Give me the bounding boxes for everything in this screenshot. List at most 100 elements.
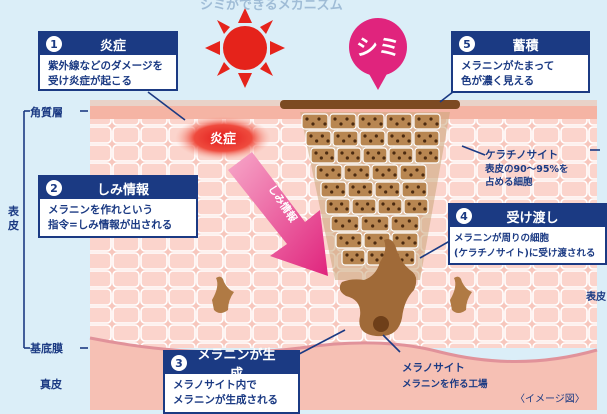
melanin-granule: [311, 122, 315, 126]
pigmented-cell: [343, 164, 371, 181]
melanin-granule: [360, 207, 364, 211]
melanin-granule: [381, 173, 385, 177]
pigmented-cell: [403, 198, 429, 215]
melanin-granule: [361, 117, 365, 121]
melanin-granule: [320, 134, 324, 138]
melanin-granule: [357, 190, 361, 194]
melanin-granule: [315, 139, 319, 143]
pigmented-cell: [332, 130, 359, 147]
melanin-granule: [411, 190, 415, 194]
melanin-granule: [379, 236, 383, 240]
melanin-granule: [415, 168, 419, 172]
pigmented-cell: [401, 181, 428, 198]
melanin-granule: [345, 117, 349, 121]
melanin-granule: [395, 190, 399, 194]
melanin-granule: [360, 258, 364, 262]
melanin-granule: [428, 134, 432, 138]
melanin-granule: [370, 253, 374, 257]
pigmented-cell: [360, 215, 390, 232]
melanin-granule: [423, 156, 427, 160]
melanin-granule: [417, 117, 421, 121]
epidermis-label-left: 表皮: [8, 205, 19, 232]
pigmented-cell: [301, 113, 329, 130]
melanin-granule: [367, 236, 371, 240]
melanin-granule: [345, 207, 349, 211]
melanin-granule: [368, 190, 372, 194]
melanin-granule: [341, 224, 345, 228]
pigmented-cell: [413, 130, 440, 147]
melanocyte-small: [212, 276, 472, 313]
melanin-granule: [357, 241, 361, 245]
pigmented-cell: [371, 164, 399, 181]
melanin-granule: [379, 122, 383, 126]
melanin-granule: [351, 151, 355, 155]
melanin-granule: [410, 258, 414, 262]
pigmented-cell: [414, 147, 440, 164]
melanin-granule: [384, 190, 388, 194]
melanin-granule: [345, 253, 349, 257]
melanin-granule: [416, 185, 420, 189]
melanin-granule: [396, 139, 400, 143]
pigmented-cell: [341, 249, 366, 266]
melanin-granule: [390, 134, 394, 138]
melanin-granule: [330, 156, 334, 160]
melanin-granule: [387, 168, 391, 172]
dermis-label: 真皮: [40, 378, 62, 391]
pigmented-cell: [374, 181, 401, 198]
keratinocyte-title: ケラチノサイト: [485, 149, 559, 161]
melanin-granule: [317, 117, 321, 121]
melanocyte-desc: メラニンを作る工場: [402, 379, 488, 390]
step-4-line-2: (ケラチノサイト)に受け渡される: [454, 248, 596, 259]
pigmented-cell: [320, 181, 347, 198]
melanin-granule: [434, 139, 438, 143]
pigmented-cell: [399, 164, 427, 181]
melanin-granule: [375, 168, 379, 172]
pigmented-cell: [388, 147, 414, 164]
melanin-granule: [403, 151, 407, 155]
step-3-line-2: メラニンが生成される: [173, 394, 278, 406]
melanin-granule: [350, 258, 354, 262]
melanin-granule: [369, 139, 373, 143]
step-4-line-1: メラニンが周りの細胞: [454, 233, 550, 244]
step-2-title: しみ情報: [96, 182, 149, 198]
pigmented-cell: [325, 198, 351, 215]
melanin-granule: [351, 122, 355, 126]
melanin-granule: [423, 122, 427, 126]
basement-membrane-label: 基底膜: [30, 342, 63, 355]
melanin-granule: [435, 122, 439, 126]
melanin-granule: [407, 122, 411, 126]
melanin-granule: [329, 202, 333, 206]
spot-info-arrow: [228, 152, 328, 276]
melanin-granule: [405, 185, 409, 189]
epidermis-label-right: 表皮: [586, 292, 606, 303]
top-caption: シミができるメカニズム: [200, 0, 343, 13]
melanin-granule: [339, 122, 343, 126]
melanin-granule: [371, 207, 375, 211]
melanin-granule: [334, 207, 338, 211]
inflammation-label: 炎症: [210, 131, 236, 147]
step-5-number: 5: [459, 36, 475, 52]
melanin-granule: [375, 258, 379, 262]
melanin-granule: [341, 190, 345, 194]
melanin-granule: [377, 219, 381, 223]
pigmented-cell: [310, 147, 336, 164]
pigmented-cell: [330, 215, 360, 232]
melanin-granule: [335, 185, 339, 189]
step-5-title: 蓄積: [512, 38, 539, 54]
melanin-granule: [378, 185, 382, 189]
melanin-granule: [319, 156, 323, 160]
melanin-granule: [422, 190, 426, 194]
pigmented-cell: [357, 113, 385, 130]
melanin-granule: [414, 224, 418, 228]
melanin-granule: [408, 156, 412, 160]
melanin-granule: [345, 241, 349, 245]
step-4-number: 4: [456, 208, 472, 224]
melanin-granule: [429, 117, 433, 121]
step-2-line-2: 指令=しみ情報が出される: [48, 219, 173, 231]
melanin-granule: [412, 207, 416, 211]
spot-bubble: [349, 18, 407, 90]
stratum-corneum-band: [90, 103, 597, 119]
